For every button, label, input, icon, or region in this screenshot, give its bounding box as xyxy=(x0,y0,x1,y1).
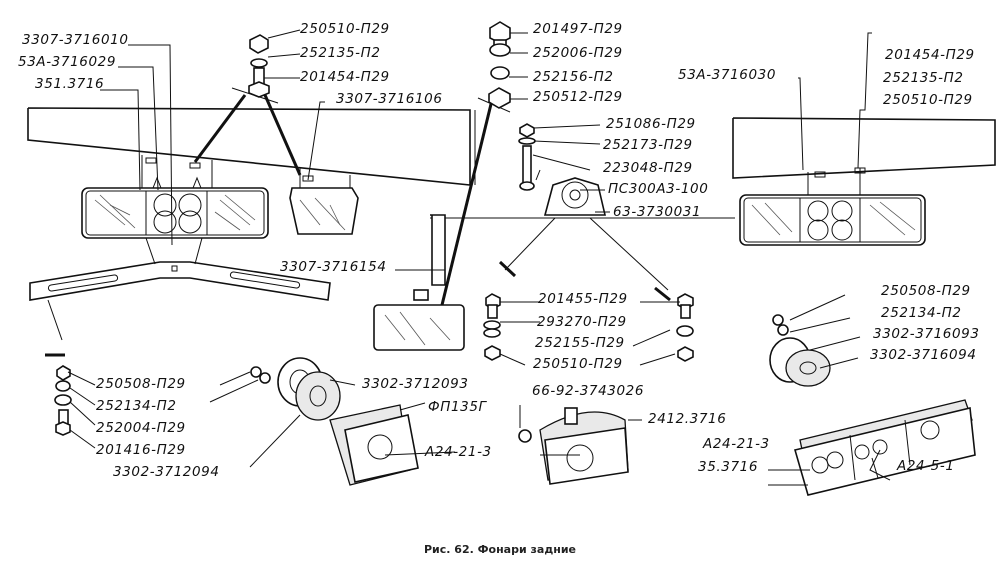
label-66-92-3743026: 66-92-3743026 xyxy=(532,383,645,399)
left-frame-plate xyxy=(27,107,471,186)
label-201455-p29: 201455-П29 xyxy=(538,291,628,307)
label-252004-p29: 252004-П29 xyxy=(96,420,186,436)
label-250510-p29-b: 250510-П29 xyxy=(883,92,973,108)
lamp-35-3716 xyxy=(769,314,976,496)
label-201416-p29: 201416-П29 xyxy=(96,442,186,458)
figure-caption: Рис. 62. Фонари задние xyxy=(424,543,576,556)
label-fp135g: ФП135Г xyxy=(428,399,487,415)
label-250508-p29-a: 250508-П29 xyxy=(96,376,186,392)
label-250510-p29-c: 250510-П29 xyxy=(533,356,623,372)
label-252006-p29: 252006-П29 xyxy=(533,45,623,61)
lamp-2412-3716 xyxy=(518,407,629,485)
label-252134-p2-a: 252134-П2 xyxy=(96,398,177,414)
bolt-assembly-middle xyxy=(518,123,541,191)
license-bracket xyxy=(29,237,331,301)
label-2412-3716: 2412.3716 xyxy=(648,411,727,427)
center-bracket-lamp xyxy=(373,110,476,351)
label-3302-3712094: 3302-3712094 xyxy=(113,464,220,480)
lamp-351-3716 xyxy=(81,155,269,239)
fasteners-lower-middle xyxy=(483,293,694,362)
label-201454-p29-a: 201454-П29 xyxy=(300,69,390,85)
label-250510-p29-a: 250510-П29 xyxy=(300,21,390,37)
fasteners-bottom-left xyxy=(45,299,271,436)
label-63-3730031: 63-3730031 xyxy=(613,204,702,220)
label-250508-p29-b: 250508-П29 xyxy=(881,283,971,299)
label-3302-3712093: 3302-3712093 xyxy=(362,376,469,392)
right-frame-plate xyxy=(732,117,996,179)
label-53a-3716029: 53А-3716029 xyxy=(18,54,117,70)
clamp-ps300a3 xyxy=(430,177,735,302)
label-250512-p29: 250512-П29 xyxy=(533,89,623,105)
label-252156-p2: 252156-П2 xyxy=(533,69,614,85)
small-lamp-3307-3716106 xyxy=(289,168,359,235)
label-3307-3716010: 3307-3716010 xyxy=(22,32,129,48)
label-3302-3716094: 3302-3716094 xyxy=(870,347,977,363)
label-53a-3716030: 53А-3716030 xyxy=(678,67,777,83)
label-ps300a3-100: ПС300А3-100 xyxy=(608,181,709,197)
label-252173-p29: 252173-П29 xyxy=(603,137,693,153)
label-a24-21-3-a: A24-21-3 xyxy=(425,444,492,460)
label-3302-3716093: 3302-3716093 xyxy=(873,326,980,342)
label-201497-p29: 201497-П29 xyxy=(533,21,623,37)
label-252135-p2-a: 252135-П2 xyxy=(300,45,381,61)
fasteners-top-left xyxy=(248,34,270,98)
label-293270-p29: 293270-П29 xyxy=(537,314,627,330)
fasteners-top-center xyxy=(488,21,511,109)
label-35-3716: 35.3716 xyxy=(698,459,759,475)
label-252134-p2-b: 252134-П2 xyxy=(881,305,962,321)
label-201454-p29-b: 201454-П29 xyxy=(885,47,975,63)
lamp-fp135g xyxy=(277,357,419,486)
label-252155-p29: 252155-П29 xyxy=(535,335,625,351)
label-252135-p2-b: 252135-П2 xyxy=(883,70,964,86)
label-a24-21-3-b: A24-21-3 xyxy=(703,436,770,452)
label-351-3716: 351.3716 xyxy=(35,76,105,92)
label-a24-5-1: A24-5-1 xyxy=(897,458,955,474)
label-223048-p29: 223048-П29 xyxy=(603,160,693,176)
lamp-right xyxy=(739,167,926,246)
label-251086-p29: 251086-П29 xyxy=(606,116,696,132)
leader-lines xyxy=(67,29,891,486)
label-3307-3716106: 3307-3716106 xyxy=(336,91,443,107)
label-3307-3716154: 3307-3716154 xyxy=(280,259,387,275)
